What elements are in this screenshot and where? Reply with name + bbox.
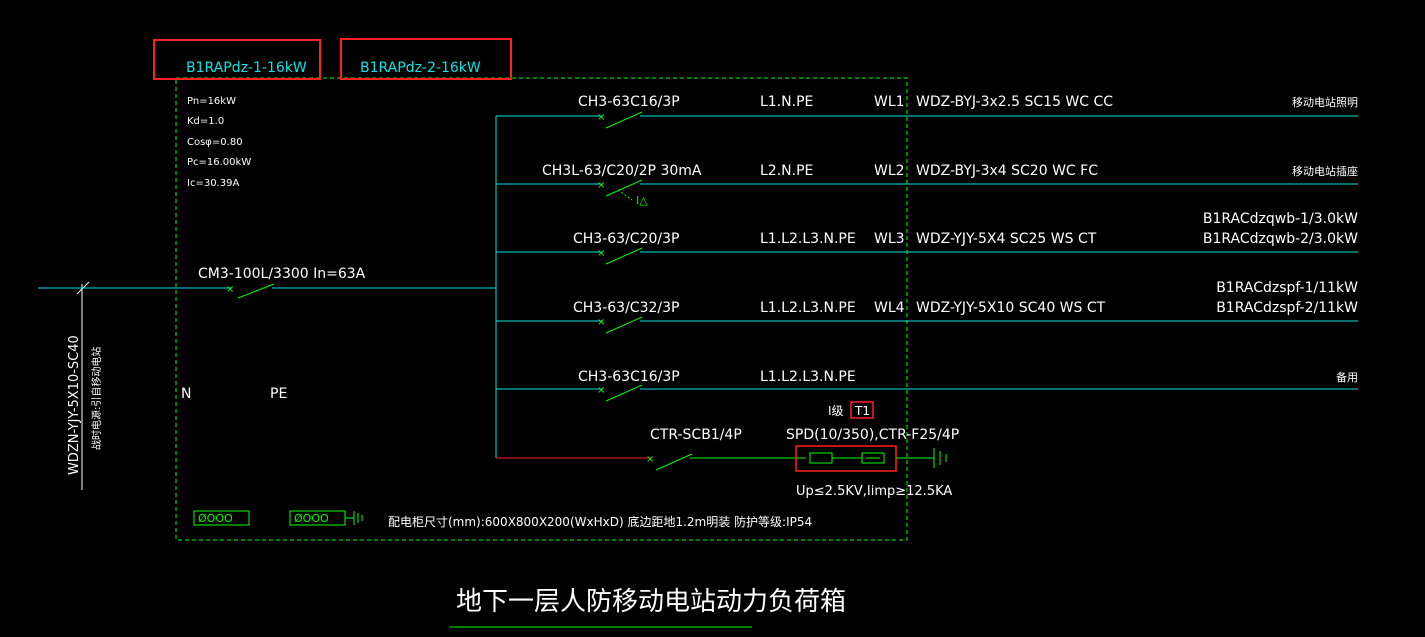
spd-circuit: × I级 T1 CTR-SCB1/4P SPD(10/350),CTR-F25/…: [496, 401, 959, 499]
load-label: 移动电站照明: [1292, 95, 1358, 109]
breaker-label: CH3-63C16/3P: [578, 94, 680, 110]
load-label-1: B1RACdzspf-1/11kW: [1216, 280, 1358, 296]
cable-label: WDZ-YJY-5X4 SC25 WS CT: [916, 231, 1097, 247]
main-breaker-x: ×: [226, 284, 234, 295]
incoming-source-note: 战时电源:引自移动电站: [90, 347, 103, 450]
param-ic: Ic=30.39A: [187, 178, 239, 189]
param-cos: Cosφ=0.80: [187, 137, 243, 148]
spd-level-label: I级: [828, 404, 844, 418]
spd-level-code: T1: [854, 404, 870, 418]
breaker-blade: [605, 179, 643, 197]
circuit-wl3: × CH3-63/C20/3P L1.L2.L3.N.PE WL3 WDZ-YJ…: [496, 211, 1358, 265]
phase-label: L1.L2.L3.N.PE: [760, 369, 856, 385]
load-label: 备用: [1336, 370, 1358, 384]
label-highlight-box-1: [153, 39, 321, 80]
breaker-x: ×: [597, 385, 605, 396]
spd-breaker-blade: [655, 453, 693, 471]
main-breaker-label: CM3-100L/3300 In=63A: [198, 266, 366, 282]
label-highlight-box-2: [340, 38, 512, 80]
box-label-2: B1RAPdz-2-16kW: [360, 60, 481, 76]
param-pn: Pn=16kW: [187, 96, 236, 107]
breaker-x: ×: [597, 317, 605, 328]
circuit-wl4: × CH3-63/C32/3P L1.L2.L3.N.PE WL4 WDZ-YJ…: [496, 280, 1358, 334]
breaker-label: CH3-63/C32/3P: [573, 300, 679, 316]
circuit-wl1: × CH3-63C16/3P L1.N.PE WL1 WDZ-BYJ-3x2.5…: [496, 94, 1358, 129]
spd-breaker-x: ×: [646, 454, 654, 465]
phase-label: L2.N.PE: [760, 163, 813, 179]
spd-device-symbol: [861, 452, 885, 464]
rcd-link: [617, 189, 633, 201]
spd-fuse-symbol: [809, 452, 833, 464]
wl-label: WL3: [874, 231, 905, 247]
enclosure-dashed-frame: [175, 77, 908, 541]
spd-level-box: [850, 401, 874, 419]
wl-label: WL2: [874, 163, 905, 179]
breaker-blade: [605, 316, 643, 334]
param-pc: Pc=16.00kW: [187, 157, 251, 168]
wl-label: WL4: [874, 300, 905, 316]
pe-label: PE: [270, 386, 287, 402]
cable-label: WDZ-BYJ-3x2.5 SC15 WC CC: [916, 94, 1113, 110]
breaker-x: ×: [597, 180, 605, 191]
terminal-circles: ØOOO: [294, 512, 329, 525]
main-breaker-blade: [237, 283, 275, 299]
neutral-label: N: [181, 386, 191, 402]
breaker-blade: [605, 384, 643, 402]
phase-label: L1.L2.L3.N.PE: [760, 300, 856, 316]
breaker-label: CH3-63/C20/3P: [573, 231, 679, 247]
box-label-1: B1RAPdz-1-16kW: [186, 60, 307, 76]
n-terminal-bar: ØOOO: [193, 510, 250, 526]
wl-label: WL1: [874, 94, 905, 110]
cable-label: WDZ-BYJ-3x4 SC20 WC FC: [916, 163, 1098, 179]
incoming-cable-label: WDZN-YJY-5X10-SC40: [67, 335, 82, 475]
cable-label: WDZ-YJY-5X10 SC40 WS CT: [916, 300, 1106, 316]
breaker-label: CH3-63C16/3P: [578, 369, 680, 385]
load-label-2: B1RACdzspf-2/11kW: [1216, 300, 1358, 316]
spd-device-label: SPD(10/350),CTR-F25/4P: [786, 427, 959, 443]
breaker-blade: [605, 247, 643, 265]
phase-label: L1.N.PE: [760, 94, 813, 110]
spd-breaker-label: CTR-SCB1/4P: [650, 427, 742, 443]
breaker-x: ×: [597, 248, 605, 259]
diagram-title: 地下一层人防移动电站动力负荷箱: [456, 587, 846, 617]
breaker-label: CH3L-63/C20/2P 30mA: [542, 163, 702, 179]
spd-rating: Up≤2.5KV,Iimp≥12.5KA: [796, 484, 952, 499]
circuit-spare: × CH3-63C16/3P L1.L2.L3.N.PE 备用: [496, 369, 1358, 402]
load-label-1: B1RACdzqwb-1/3.0kW: [1203, 211, 1358, 227]
load-label-2: B1RACdzqwb-2/3.0kW: [1203, 231, 1358, 247]
terminal-circles: ØOOO: [198, 512, 233, 525]
breaker-blade: [605, 111, 643, 129]
footer-note: 配电柜尺寸(mm):600X800X200(WxHxD) 底边距地1.2m明装 …: [388, 514, 812, 529]
phase-label: L1.L2.L3.N.PE: [760, 231, 856, 247]
terminal-frame: [193, 510, 250, 526]
param-kd: Kd=1.0: [187, 116, 224, 127]
rcd-symbol: I△: [636, 194, 648, 207]
load-label: 移动电站插座: [1292, 164, 1358, 178]
circuit-wl2: × I△ CH3L-63/C20/2P 30mA L2.N.PE WL2 WDZ…: [496, 163, 1358, 207]
pe-terminal-bar: ØOOO: [289, 510, 363, 526]
breaker-x: ×: [597, 112, 605, 123]
